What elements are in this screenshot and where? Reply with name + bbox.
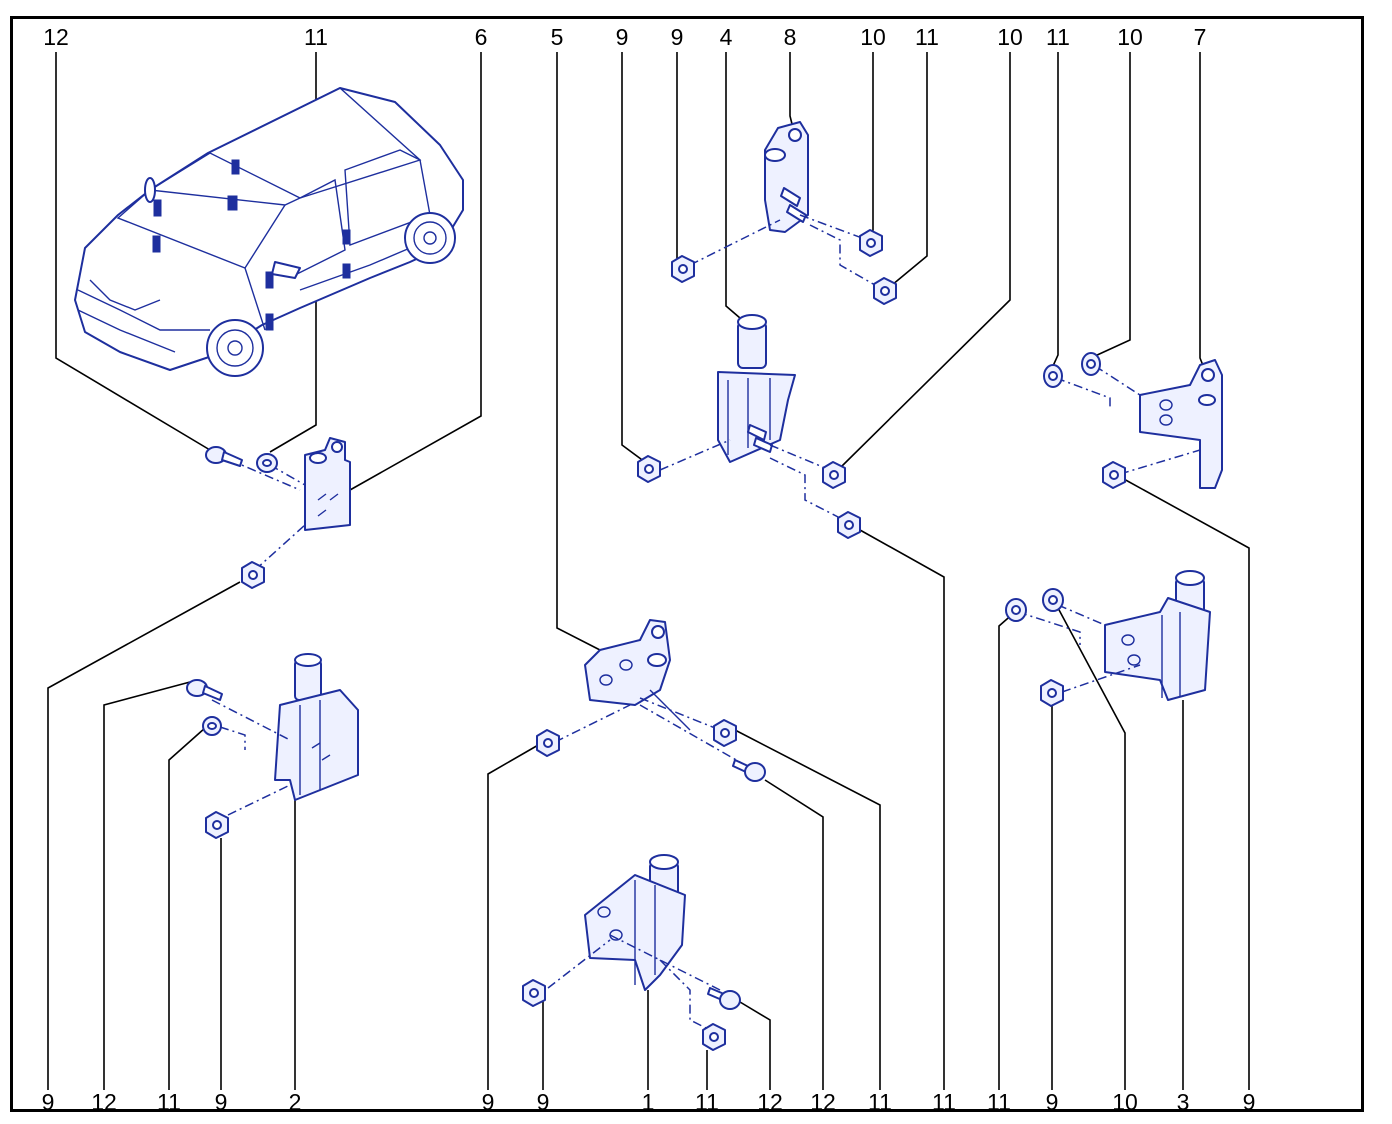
- callout-top-10b: 10: [997, 24, 1023, 50]
- nut-10-top: [859, 229, 883, 257]
- callout-bottom-11c: 11: [868, 1089, 892, 1115]
- callout-top-9a: 9: [616, 24, 629, 50]
- hinge-5: [554, 619, 746, 766]
- nut-9-upper-left: [241, 561, 265, 589]
- hinge-7: [1055, 359, 1223, 489]
- callout-bottom-2: 2: [289, 1089, 302, 1115]
- washer-10-right-upper: [1081, 352, 1101, 376]
- bolt-12-center: [732, 759, 766, 782]
- nut-10-upper-center: [822, 461, 846, 489]
- nut-9-bottom: [522, 979, 546, 1007]
- washer-11-right-upper: [1043, 364, 1063, 388]
- callout-bottom-11b: 11: [695, 1089, 719, 1115]
- callout-bottom-1: 1: [642, 1089, 655, 1115]
- callout-bottom-11d: 11: [932, 1089, 956, 1115]
- callout-bottom-9a: 9: [42, 1089, 55, 1115]
- callout-bottom-9e: 9: [1046, 1089, 1059, 1115]
- hinge-4: [659, 314, 841, 519]
- washer-11-upper-left: [256, 453, 278, 473]
- nut-9-lower-left: [205, 811, 229, 839]
- callout-bottom-10: 10: [1112, 1089, 1138, 1115]
- bolt-12-lower-left: [186, 679, 223, 701]
- callout-top-11b: 11: [915, 24, 939, 50]
- callout-bottom-3: 3: [1177, 1089, 1190, 1115]
- nut-11-upper-center: [837, 511, 861, 539]
- callout-top-6: 6: [475, 24, 488, 50]
- hinge-1: [547, 854, 721, 1031]
- callout-top-10a: 10: [860, 24, 886, 50]
- callout-bottom-9c: 9: [482, 1089, 495, 1115]
- nut-9-right-lower: [1040, 679, 1064, 707]
- callout-top-5: 5: [551, 24, 564, 50]
- callout-bottom-12c: 12: [810, 1089, 836, 1115]
- callout-bottom-12b: 12: [757, 1089, 783, 1115]
- callout-top-7: 7: [1194, 24, 1207, 50]
- callout-top-4: 4: [720, 24, 733, 50]
- callout-top-10c: 10: [1117, 24, 1143, 50]
- car-illustration: [74, 87, 464, 377]
- washer-11-right-lower: [1005, 598, 1027, 622]
- bolt-12-upper-left: [205, 446, 243, 467]
- callout-top-12: 12: [43, 24, 69, 50]
- nut-11-center: [713, 719, 737, 747]
- leader-lines: [47, 52, 1250, 1090]
- hinge-6: [229, 437, 351, 571]
- nut-9-upper-center: [637, 455, 661, 483]
- washer-11-lower-left: [202, 716, 222, 736]
- callout-bottom-9b: 9: [215, 1089, 228, 1115]
- callout-top-11c: 11: [1046, 24, 1070, 50]
- callout-bottom-9f: 9: [1243, 1089, 1256, 1115]
- nut-9-center: [536, 729, 560, 757]
- callout-bottom-11a: 11: [157, 1089, 181, 1115]
- nut-9-top: [671, 255, 695, 283]
- nut-11-bottom: [702, 1023, 726, 1051]
- washer-10-right-lower: [1042, 588, 1064, 612]
- callout-bottom-9d: 9: [537, 1089, 550, 1115]
- nut-9-right-upper: [1102, 461, 1126, 489]
- callout-top-9b: 9: [671, 24, 684, 50]
- nut-11-top: [873, 277, 897, 305]
- hinge-8: [689, 121, 876, 286]
- bolt-12-bottom: [707, 987, 741, 1010]
- callout-bottom-12a: 12: [91, 1089, 117, 1115]
- callout-top-11: 11: [304, 24, 328, 50]
- callout-top-8: 8: [784, 24, 797, 50]
- hinge-2: [211, 653, 359, 816]
- hinge-3: [1017, 570, 1211, 701]
- callout-bottom-11e: 11: [987, 1089, 1011, 1115]
